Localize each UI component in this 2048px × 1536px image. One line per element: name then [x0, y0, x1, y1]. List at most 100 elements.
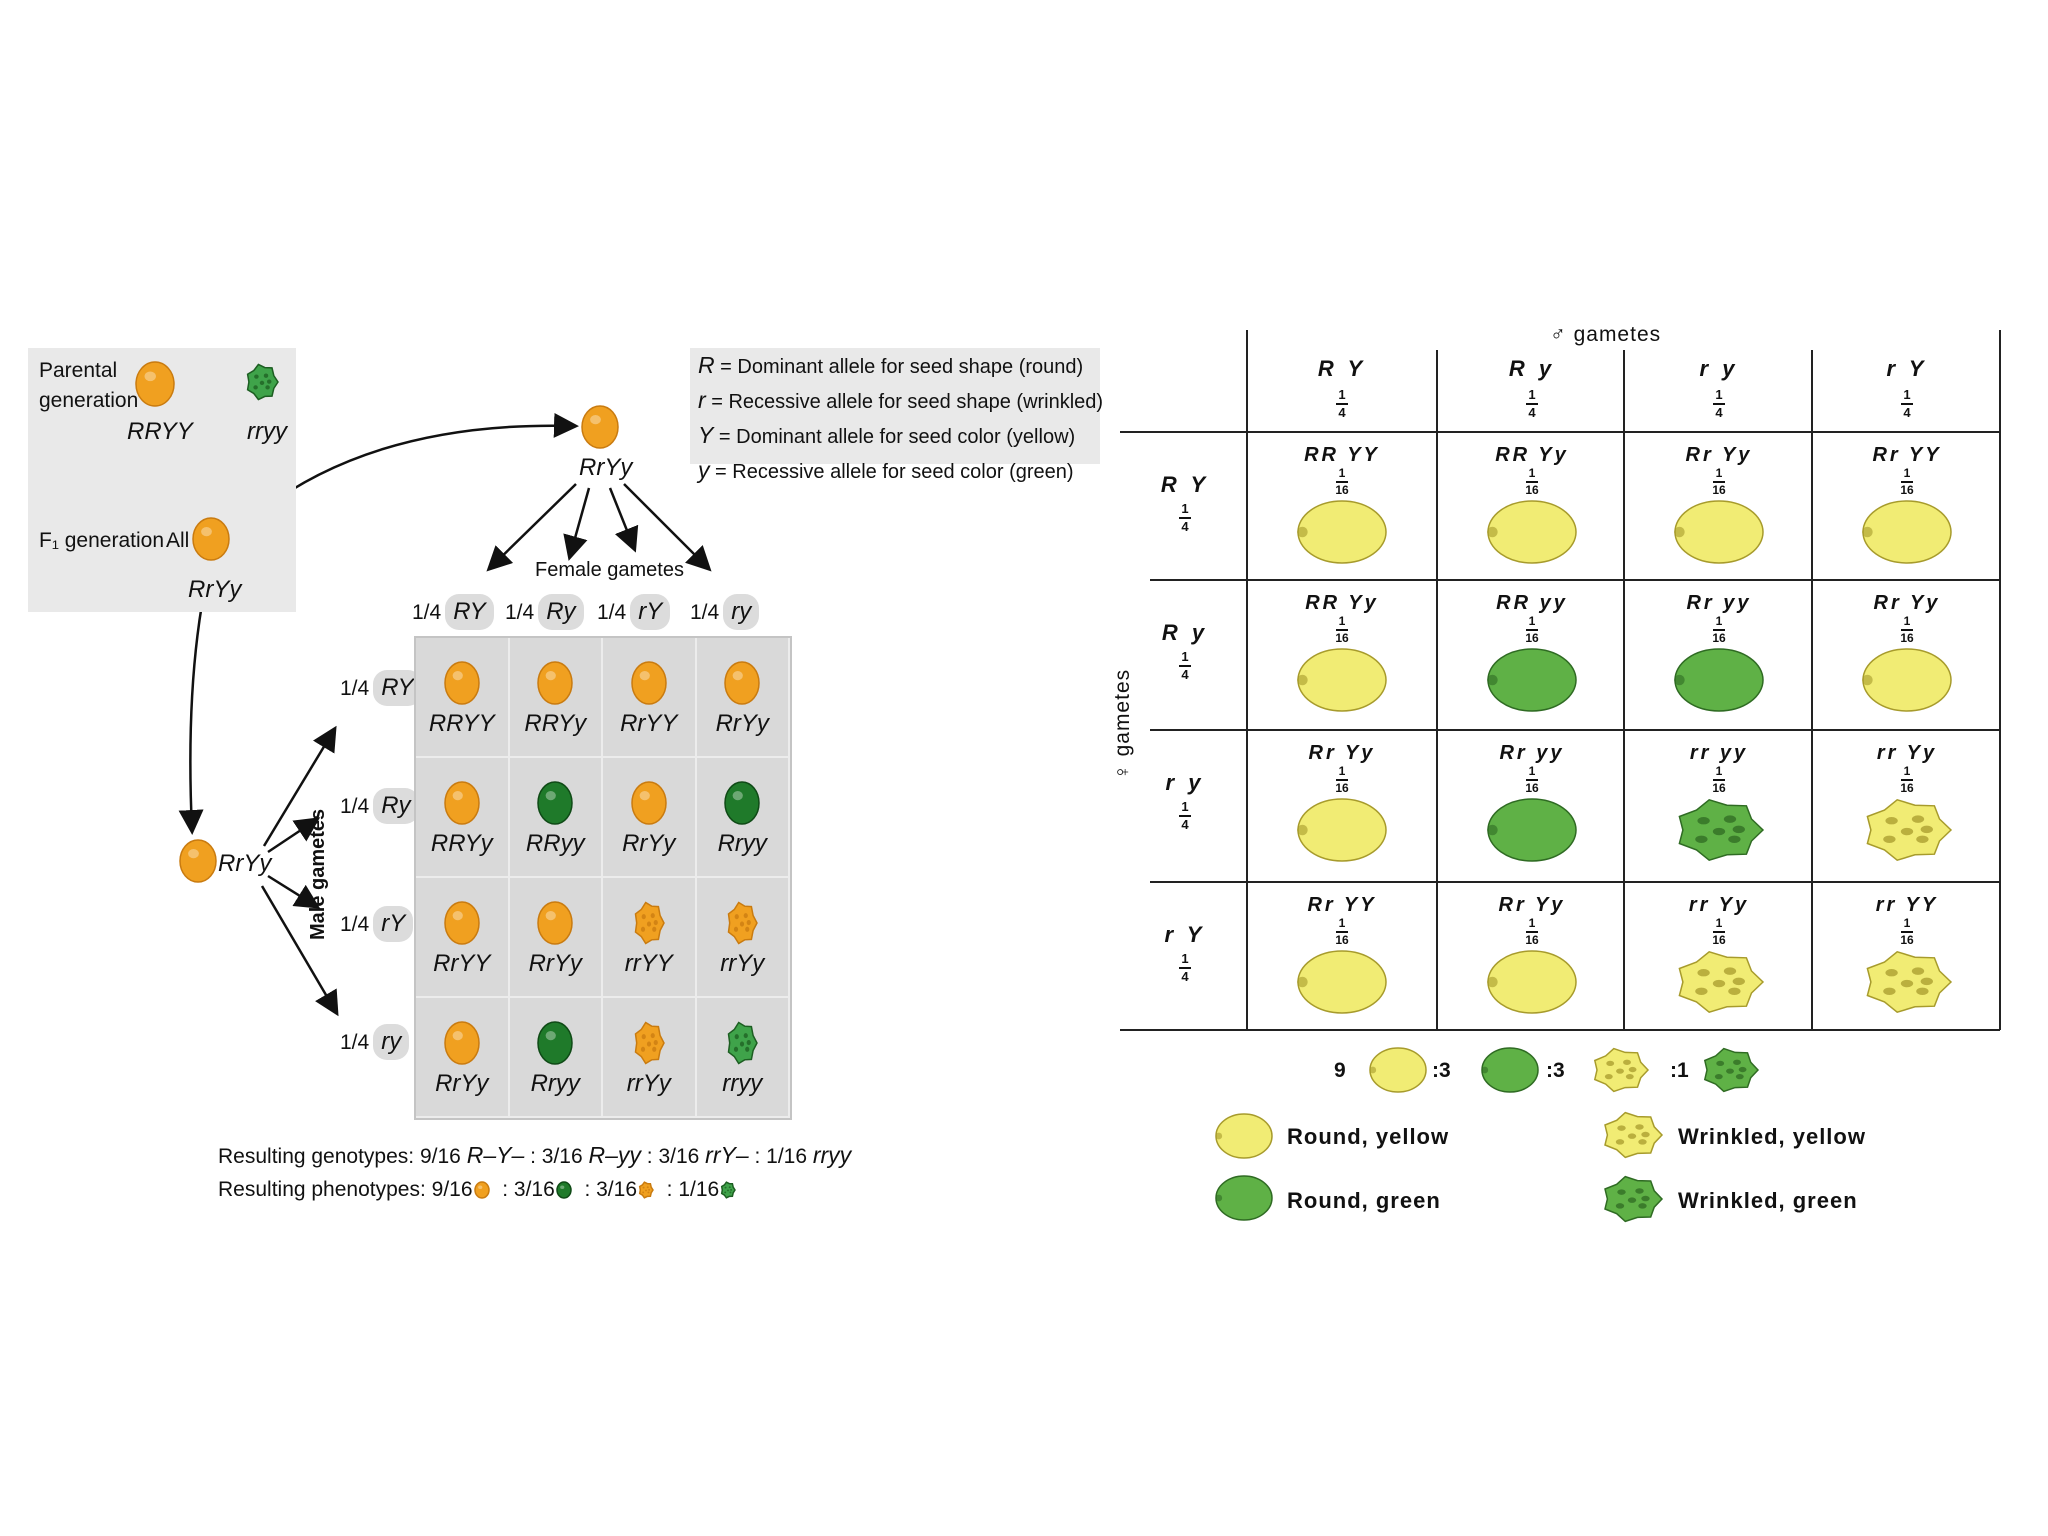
seed-wrinkled-yellow-icon	[634, 1021, 665, 1065]
seed-round-green-icon	[724, 781, 760, 825]
arrow-male-1	[262, 725, 337, 847]
cell-genotype: Rr Yy	[1873, 592, 1941, 614]
punnett-cell: RrYY	[416, 878, 510, 998]
cell-genotype: RrYy	[715, 710, 769, 737]
seed-round-green-icon	[556, 1181, 572, 1200]
punnett-cell: RRyy	[509, 758, 603, 878]
cell-genotype: RRYy	[430, 830, 493, 857]
male-gametes-header: ♂ gametes	[1550, 323, 1662, 346]
seed-wrinkled-green-icon	[1678, 798, 1765, 862]
cell-genotype: Rr Yy	[1685, 444, 1753, 466]
arrow-female-1	[486, 483, 577, 572]
parent1-genotype: RRYY	[127, 418, 193, 445]
seed-round-green-icon	[1487, 798, 1577, 862]
seed-round-yellow-icon	[444, 1021, 480, 1065]
seed-round-yellow-icon	[1297, 500, 1387, 564]
legend-round-yellow: Round, yellow	[1287, 1124, 1450, 1149]
column-header: r Y	[1886, 356, 1928, 381]
cell-genotype: Rr yy	[1499, 742, 1565, 764]
ratio-3b: :3	[1546, 1059, 1565, 1082]
parental-label-2: generation	[39, 389, 139, 412]
seed-round-yellow-icon	[1674, 500, 1764, 564]
resulting-phenotypes: Resulting phenotypes: 9/16 : 3/16 : 3/16…	[218, 1178, 737, 1202]
seed-wrinkled-green-icon	[246, 363, 279, 401]
cell-genotype: RrYY	[620, 710, 678, 737]
seed-round-yellow-icon	[537, 661, 573, 705]
seed-round-yellow-icon	[192, 517, 230, 561]
cell-genotype: RrYY	[433, 950, 491, 977]
seed-round-yellow-icon	[1862, 648, 1952, 712]
table-lines	[1120, 330, 2001, 1031]
female-gametes-label: Female gametes	[535, 559, 684, 581]
seed-wrinkled-green-icon	[1703, 1047, 1760, 1093]
parental-label-1: Parental	[39, 359, 118, 382]
f1-label: F₁ generation	[39, 529, 164, 552]
resulting-genotypes: Resulting genotypes: 9/16 R–Y– : 3/16 R–…	[218, 1142, 852, 1168]
arrow-female-2	[563, 487, 591, 561]
punnett-cell: RrYy	[696, 638, 790, 758]
legend-line: y = Recessive allele for seed color (gre…	[698, 457, 1074, 483]
punnett-cell: rrYY	[603, 878, 697, 998]
cell-genotype: Rryy	[717, 830, 767, 857]
cell-genotype: Rr Yy	[1498, 894, 1566, 916]
cell-genotype: RRYy	[524, 710, 587, 737]
seed-round-yellow-icon	[179, 839, 217, 883]
row-header: R y	[1161, 620, 1209, 645]
seed-round-yellow-icon	[1297, 798, 1387, 862]
seed-round-yellow-icon	[1862, 500, 1952, 564]
seed-wrinkled-green-icon	[1604, 1175, 1664, 1223]
column-header: R Y	[1317, 356, 1367, 381]
cell-genotype: rr Yy	[1876, 742, 1938, 764]
cell-genotype: rrYy	[720, 950, 765, 977]
seed-wrinkled-yellow-icon	[727, 901, 759, 945]
cell-genotype: Rr Yy	[1308, 742, 1376, 764]
seed-round-yellow-icon	[135, 361, 175, 407]
seed-round-yellow-icon	[631, 781, 667, 825]
cell-genotype: Rr YY	[1872, 444, 1942, 466]
cell-genotype: rryy	[722, 1070, 763, 1097]
seed-round-yellow-icon	[724, 661, 760, 705]
cell-genotype: RR yy	[1496, 592, 1568, 614]
female-gametes-header: ♀ gametes	[1111, 668, 1134, 780]
seed-round-yellow-icon	[1297, 648, 1387, 712]
seed-round-green-icon	[1674, 648, 1764, 712]
seed-round-yellow-icon	[444, 661, 480, 705]
cell-genotype: RR Yy	[1305, 592, 1379, 614]
seed-round-green-icon	[1215, 1175, 1273, 1221]
cell-genotype: RR YY	[1304, 444, 1380, 466]
seed-round-yellow-icon	[1369, 1047, 1427, 1093]
cell-genotype: rr YY	[1875, 894, 1939, 916]
cell-genotype: rrYy	[626, 1070, 671, 1097]
seed-round-green-icon	[537, 1021, 573, 1065]
seed-round-yellow-icon	[1297, 950, 1387, 1014]
parent2-genotype: rryy	[247, 418, 287, 445]
legend-wrinkled-yellow: Wrinkled, yellow	[1678, 1124, 1866, 1149]
seed-round-green-icon	[1487, 648, 1577, 712]
cell-genotype: rr yy	[1689, 742, 1749, 764]
punnett-cell: RrYY	[603, 638, 697, 758]
